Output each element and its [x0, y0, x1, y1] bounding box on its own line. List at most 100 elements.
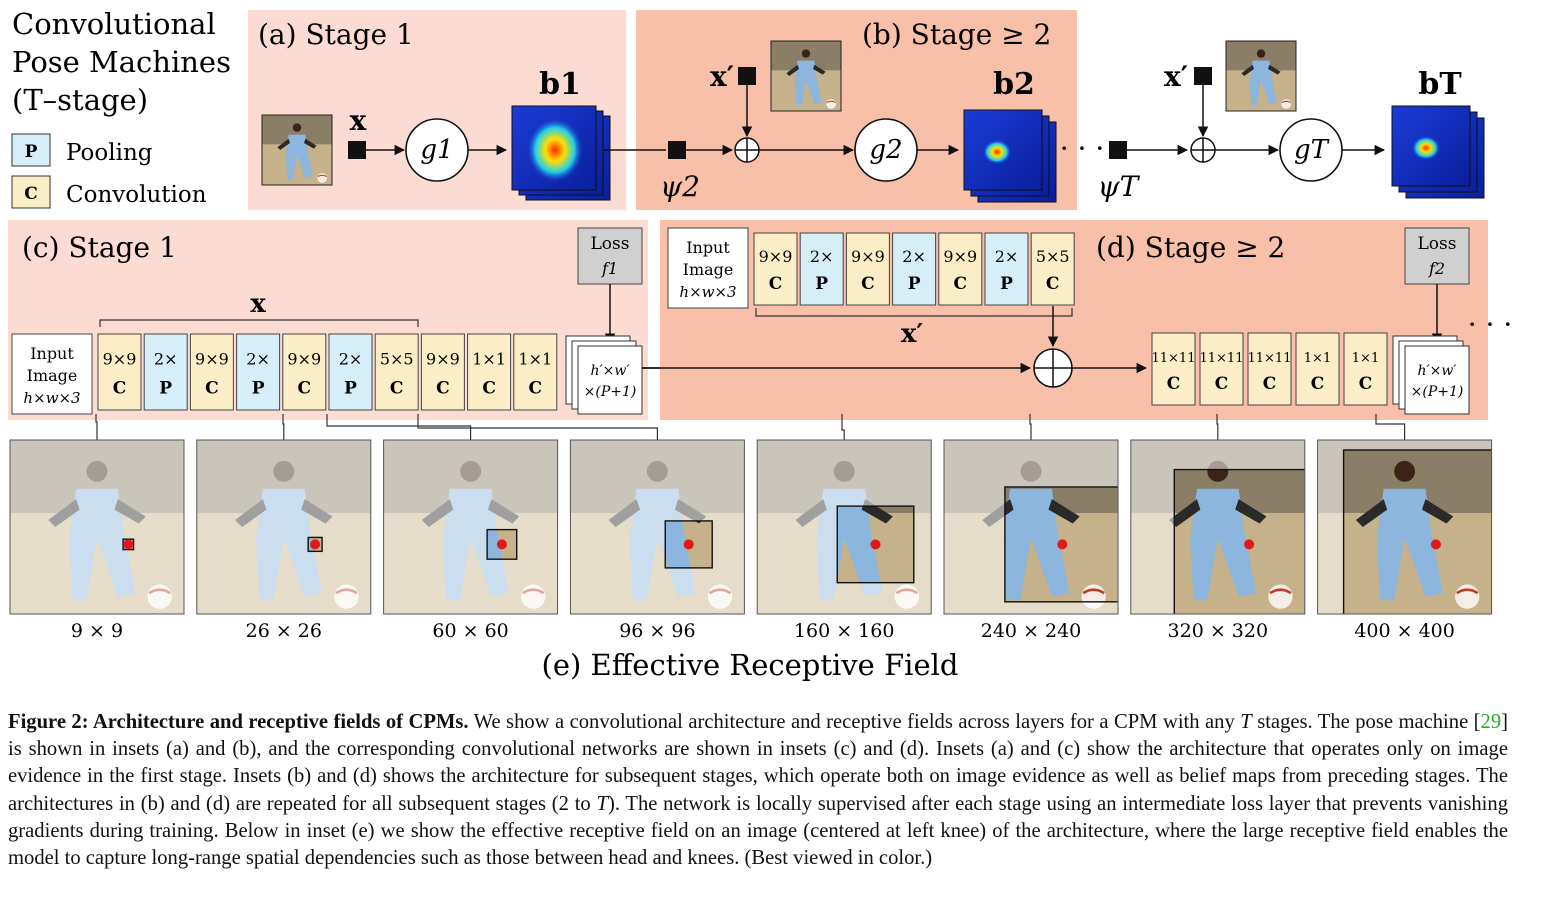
panel-c-layer-3: 9×9C [189, 333, 234, 411]
receptive-field-connector [326, 414, 472, 440]
panel-d-feature-layer-3-size: 9×9 [851, 247, 885, 266]
panel-a-g1-label: g1 [420, 135, 453, 165]
panel-b-label: (b) Stage ≥ 2 [862, 18, 1051, 51]
panel-c-loss-box [577, 227, 643, 285]
panel-d-input-line3: h×w×3 [679, 283, 736, 301]
panel-d-main-layer-1-box [1151, 332, 1196, 406]
panel-d-main-layer-3-size: 11×11 [1248, 351, 1292, 366]
panel-b-psi-node [668, 141, 686, 159]
receptive-field-box [1173, 468, 1305, 614]
panel-d-main-layer-1-type: C [1167, 374, 1181, 394]
panel-c-loss-fn: f1 [601, 259, 618, 278]
receptive-field-label: 320 × 320 [1168, 620, 1269, 642]
panel-d-loss-label: Loss [1418, 234, 1457, 254]
knee-marker [1430, 539, 1441, 550]
panel-b-g2-label: g2 [869, 135, 902, 165]
receptive-field-photo [1317, 440, 1492, 614]
panel-c-loss-label: Loss [591, 234, 630, 254]
receptive-field-8: 400 × 400 [1317, 439, 1493, 642]
receptive-field-4: 96 × 96 [569, 439, 745, 642]
panel-c-input-line2: Image [27, 366, 78, 385]
receptive-field-box [486, 528, 518, 560]
panel-c-output-stack: h′×w′ ×(P+1) [565, 335, 643, 415]
receptive-field-label: 60 × 60 [432, 620, 508, 642]
panel-d-main-layer-4-type: C [1311, 374, 1325, 394]
panel-d-feature-layer-7-type: C [1046, 274, 1060, 294]
panel-c-layer-8-box [420, 333, 465, 411]
panel-d-input-box [667, 227, 749, 309]
receptive-field-box [1342, 449, 1492, 614]
legend-title-line3: (T–stage) [12, 83, 148, 117]
stage-T-bT-label: bT [1418, 67, 1462, 102]
knee-marker [1244, 539, 1255, 550]
panel-e-connectors [95, 414, 1406, 440]
panel-d-feature-layers: 9×9C2×P9×9C2×P9×9C2×P5×5C [753, 232, 1075, 306]
panel-d-feature-layer-7: 5×5C [1030, 232, 1075, 306]
receptive-field-label: 400 × 400 [1354, 620, 1455, 642]
receptive-field-box [1004, 486, 1118, 603]
panel-c: (c) Stage 1 Loss f1 x Input Image h×w×3 … [8, 220, 1032, 420]
panel-d-brace-symbol: x′ [901, 319, 924, 349]
panel-c-layer-8-type: C [436, 378, 450, 398]
panel-c-layer-4-size: 2× [246, 349, 270, 368]
panel-d-input-line2: Image [683, 260, 734, 279]
panel-e-label: (e) Effective Receptive Field [542, 648, 959, 682]
panel-d-feature-layer-3-type: C [861, 274, 875, 294]
receptive-field-box [122, 538, 135, 551]
panel-c-layer-10: 1×1C [513, 333, 558, 411]
caption-T-2: T [596, 792, 608, 815]
legend-conv-label: Convolution [66, 182, 207, 208]
panel-c-layer-1-box [97, 333, 142, 411]
panel-d-feature-layer-1-type: C [769, 274, 783, 294]
panel-b-xprime-label: x′ [710, 60, 734, 93]
caption-citation-link[interactable]: 29 [1480, 711, 1502, 733]
panel-d-main-layer-2-box [1199, 332, 1244, 406]
panel-c-layer-5-size: 9×9 [287, 349, 321, 368]
panel-d-brace [755, 308, 1073, 317]
panel-a-b1-label: b1 [539, 67, 581, 102]
panel-d-input-line1: Input [686, 238, 730, 257]
caption-text-4: ). The network is locally supervised aft… [8, 792, 1509, 870]
receptive-field-connector [282, 414, 285, 440]
panel-c-layer-6: 2×P [328, 333, 373, 411]
receptive-field-3: 60 × 60 [383, 439, 559, 642]
panel-d-main-layer-1-size: 11×11 [1152, 351, 1196, 366]
panel-c-layer-10-type: C [529, 378, 543, 398]
stage-T-psi-label: ψT [1098, 170, 1141, 203]
panel-c-layer-7-size: 5×5 [380, 349, 414, 368]
panel-d-output-line2: ×(P+1) [1411, 384, 1464, 400]
panel-d-feature-layer-6-type: P [1000, 274, 1013, 294]
panel-c-layer-9-size: 1×1 [472, 349, 506, 368]
panel-c-layer-4-box [236, 333, 281, 411]
receptive-field-photo [196, 440, 371, 614]
legend-conv-key: C [24, 184, 38, 204]
stage-T-gT-label: gT [1294, 135, 1330, 165]
panel-c-layer-7-type: C [390, 378, 404, 398]
knee-marker [1057, 539, 1068, 550]
panel-d-loss-fn: f2 [1428, 259, 1445, 278]
legend-pooling-label: Pooling [66, 140, 153, 166]
panel-c-layer-3-type: C [205, 378, 219, 398]
receptive-field-photo [383, 440, 558, 614]
receptive-field-connector [1375, 414, 1406, 440]
stage-T-input-photo [1225, 40, 1297, 112]
panel-d-main-layer-3: 11×11C [1247, 332, 1292, 406]
panel-c-layer-5-type: C [298, 378, 312, 398]
receptive-field-label: 240 × 240 [981, 620, 1082, 642]
panel-c-layer-10-box [513, 333, 558, 411]
panel-d-feature-layer-4: 2×P [892, 232, 937, 306]
panel-d-feature-layer-5-type: C [954, 274, 968, 294]
panel-a-feature-node [348, 141, 366, 159]
panel-c-output-line2: ×(P+1) [584, 384, 637, 400]
receptive-field-photo [757, 440, 932, 614]
panel-d-feature-layer-6-box [984, 232, 1029, 306]
receptive-field-label: 26 × 26 [246, 620, 322, 642]
receptive-field-5: 160 × 160 [756, 439, 932, 642]
knee-marker [870, 539, 881, 550]
panel-c-layer-1-size: 9×9 [103, 349, 137, 368]
panel-d-feature-layer-2: 2×P [799, 232, 844, 306]
panel-d-feature-layer-5-size: 9×9 [943, 247, 977, 266]
panel-c-layer-6-type: P [344, 378, 357, 398]
stage-T-xprime-node [1194, 67, 1212, 85]
receptive-field-photo [1130, 440, 1305, 614]
